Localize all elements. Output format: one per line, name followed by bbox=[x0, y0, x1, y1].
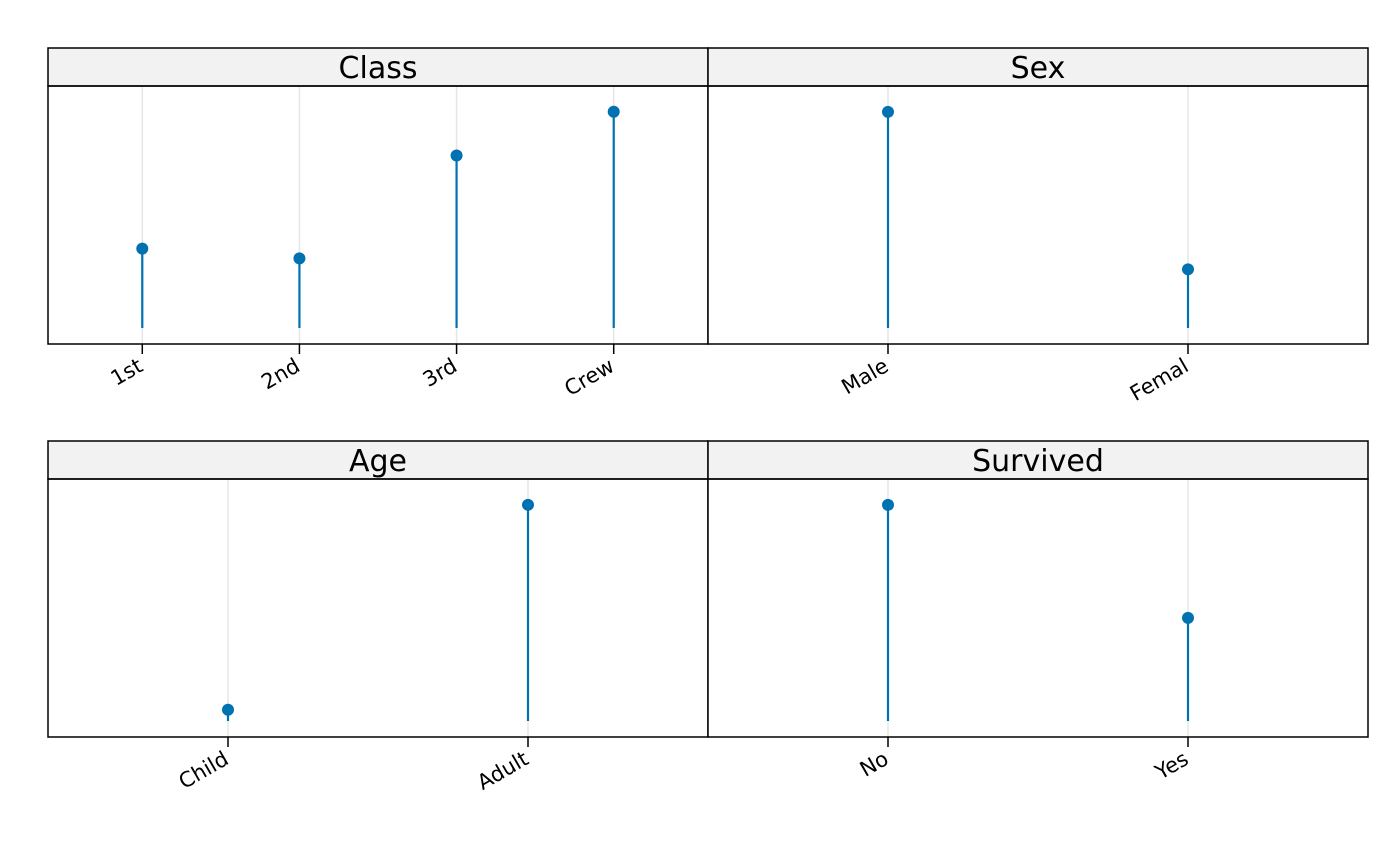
strip-title: Age bbox=[349, 444, 407, 479]
tick-label-adult: Adult bbox=[473, 747, 532, 795]
tick-label-male: Male bbox=[837, 354, 892, 400]
strip-title: Sex bbox=[1011, 51, 1066, 86]
tick-label-child: Child bbox=[175, 747, 233, 794]
point-no bbox=[882, 498, 894, 511]
tick-label-2nd: 2nd bbox=[257, 354, 304, 395]
point-child bbox=[222, 703, 234, 716]
point-adult bbox=[522, 498, 534, 511]
point-yes bbox=[1182, 611, 1194, 624]
panel-frame bbox=[707, 85, 1369, 345]
strip-header bbox=[707, 440, 1369, 480]
strip-title: Survived bbox=[972, 444, 1104, 479]
point-crew bbox=[607, 105, 620, 118]
point-2nd bbox=[293, 252, 306, 265]
panel-frame bbox=[707, 478, 1369, 738]
panel-background bbox=[708, 479, 1368, 737]
tick-label-crew: Crew bbox=[560, 354, 618, 401]
panel-background bbox=[708, 86, 1368, 344]
point-male bbox=[882, 105, 894, 118]
tick-label-femal: Femal bbox=[1126, 354, 1193, 406]
strip-header bbox=[47, 47, 709, 87]
point-1st bbox=[136, 242, 149, 255]
strip-title: Class bbox=[339, 51, 418, 86]
panel-background bbox=[48, 86, 708, 344]
tick-label-1st: 1st bbox=[107, 354, 147, 391]
panel-background bbox=[48, 479, 708, 737]
tick-label-no: No bbox=[856, 747, 893, 782]
point-femal bbox=[1182, 263, 1194, 276]
tick-label-yes: Yes bbox=[1150, 747, 1192, 785]
point-3rd bbox=[450, 149, 463, 162]
panel-class: Class 1st 2nd 3rd Crew bbox=[47, 47, 709, 401]
tick-label-3rd: 3rd bbox=[419, 354, 461, 392]
strip-header bbox=[707, 47, 1369, 87]
